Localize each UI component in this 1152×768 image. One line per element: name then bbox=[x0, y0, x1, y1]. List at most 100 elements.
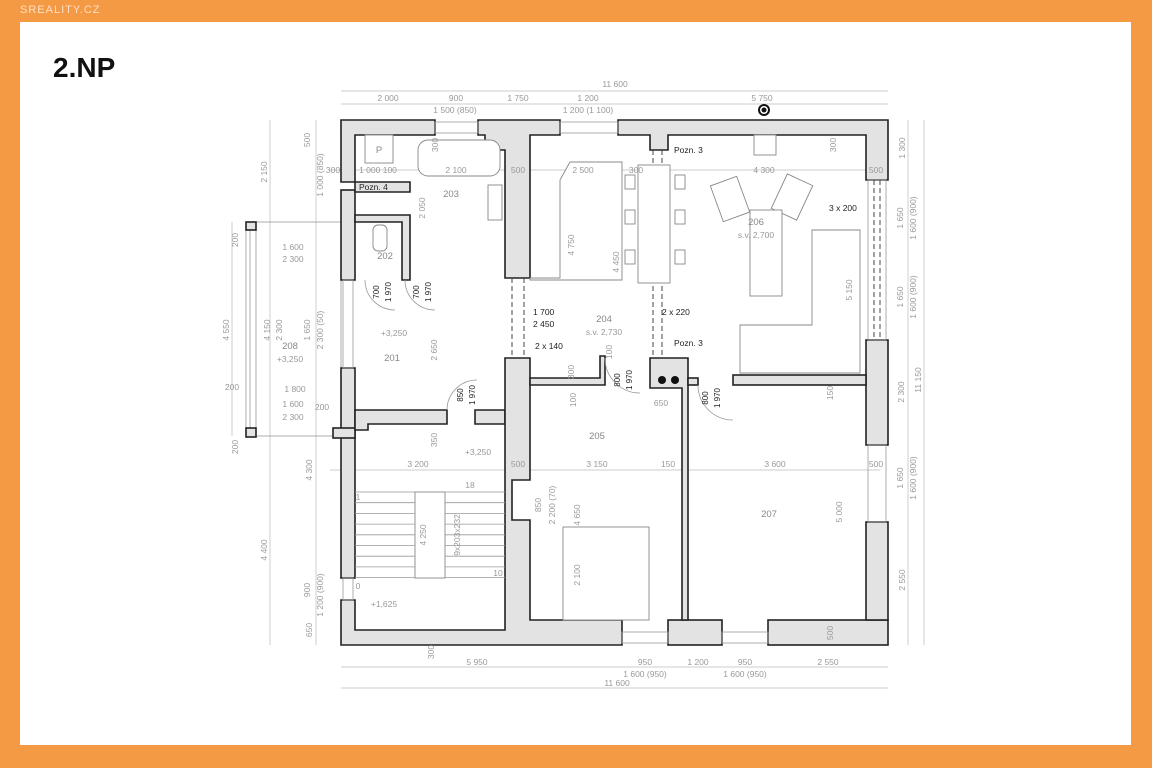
dimension-label: 2 300 bbox=[282, 254, 304, 264]
room-label: 202 bbox=[377, 251, 393, 262]
dimension-label: 2 550 bbox=[897, 569, 907, 591]
dimension-label: 1 600 (950) bbox=[723, 669, 767, 679]
dimension-label: 500 bbox=[825, 626, 835, 640]
dimension-label: 4 400 bbox=[259, 539, 269, 561]
dimension-label: 1 650 bbox=[895, 467, 905, 489]
dimension-label: 2 100 bbox=[445, 165, 467, 175]
dimension-label: 300 bbox=[430, 138, 440, 152]
dimension-label: 1 000 100 bbox=[359, 165, 397, 175]
dimension-label: 300 bbox=[828, 138, 838, 152]
dimension-label: 4 650 bbox=[572, 504, 582, 526]
note-label: 1 700 bbox=[533, 307, 555, 317]
dimension-label: 150 bbox=[661, 459, 675, 469]
door-dimension: 800 bbox=[613, 373, 622, 387]
dimension-label: 1 800 bbox=[284, 384, 306, 394]
dimension-label: 1 600 (900) bbox=[908, 275, 918, 319]
dimension-label: 1 200 bbox=[577, 93, 599, 103]
note-label: Pozn. 3 bbox=[674, 338, 703, 348]
dimension-label: 200 bbox=[225, 382, 239, 392]
door-dimension: 1 970 bbox=[713, 387, 722, 408]
room-label: +3,250 bbox=[277, 354, 304, 364]
note-label: 2 450 bbox=[533, 319, 555, 329]
door-dimension: 700 bbox=[372, 285, 381, 299]
floor-title: 2.NP bbox=[53, 52, 116, 83]
dimension-label: 150 bbox=[825, 386, 835, 400]
dimension-label: 2 300 (50) bbox=[315, 310, 325, 349]
dimension-label: 1 600 (900) bbox=[908, 456, 918, 500]
dimension-label: 11 600 bbox=[602, 79, 628, 89]
dimension-label: 5 150 bbox=[844, 279, 854, 301]
room-label: 201 bbox=[384, 353, 400, 364]
stair-label: 0 bbox=[356, 581, 361, 591]
sink bbox=[487, 184, 503, 221]
dimension-label: 350 bbox=[429, 433, 439, 447]
dimension-label: 300 bbox=[426, 645, 436, 659]
dimension-label: 100 bbox=[568, 393, 578, 407]
dimension-label: 5 750 bbox=[751, 93, 773, 103]
note-label: Pozn. 3 bbox=[674, 145, 703, 155]
dimension-label: 1 600 (950) bbox=[623, 669, 667, 679]
armchair bbox=[709, 175, 751, 223]
dimension-label: 300 bbox=[326, 165, 340, 175]
doors bbox=[364, 104, 770, 421]
note-label: 3 x 200 bbox=[829, 203, 857, 213]
stair-label: 18 bbox=[465, 480, 475, 490]
dimension-label: 2 650 bbox=[429, 339, 439, 361]
bed bbox=[562, 526, 650, 621]
door-dimension: 1 970 bbox=[424, 281, 433, 302]
dimension-label: 1 600 bbox=[282, 242, 304, 252]
dimension-label: 650 bbox=[304, 623, 314, 637]
dimension-label: 300 bbox=[629, 165, 643, 175]
dimension-label: 3 200 bbox=[407, 459, 429, 469]
tv-stand bbox=[753, 134, 777, 156]
room-label: 206 bbox=[748, 217, 764, 228]
dimension-label: 500 bbox=[511, 165, 525, 175]
room-label: +3,250 bbox=[381, 328, 408, 338]
dimension-label: 500 bbox=[869, 459, 883, 469]
dimension-label: 100 bbox=[604, 345, 614, 359]
chimney-icon bbox=[658, 376, 666, 384]
dimension-label: 4 300 bbox=[753, 165, 775, 175]
chimney-icon bbox=[671, 376, 679, 384]
dimension-label: 2 500 bbox=[572, 165, 594, 175]
dimension-label: 1 650 bbox=[895, 286, 905, 308]
room-label: P bbox=[376, 145, 382, 156]
dimension-label: 900 bbox=[449, 93, 463, 103]
dimension-label: 1 200 (1 100) bbox=[563, 105, 614, 115]
dimension-label: 4 750 bbox=[566, 234, 576, 256]
balcony-208 bbox=[245, 221, 342, 438]
dimension-label: 2 200 (70) bbox=[547, 485, 557, 524]
dimension-label: 500 bbox=[869, 165, 883, 175]
walls bbox=[332, 119, 889, 646]
kitchen-counter bbox=[529, 161, 623, 281]
dimension-label: 1 200 (900) bbox=[315, 573, 325, 617]
dimension-label: 2 550 bbox=[817, 657, 839, 667]
armchair bbox=[770, 173, 814, 221]
dimension-label: 1 600 bbox=[282, 399, 304, 409]
room-label: 203 bbox=[443, 189, 459, 200]
dimension-label: 850 bbox=[533, 498, 543, 512]
dimension-label: 11 150 bbox=[913, 367, 923, 393]
sofa bbox=[739, 229, 861, 374]
dimension-label: 4 250 bbox=[418, 524, 428, 546]
stair-label: 1 bbox=[356, 492, 361, 502]
door-dimension: 1 970 bbox=[384, 281, 393, 302]
bathtub bbox=[417, 139, 501, 177]
stair-well bbox=[414, 491, 446, 579]
dimension-label: 4 550 bbox=[221, 319, 231, 341]
door-dimension: 1 970 bbox=[468, 384, 477, 405]
room-label: s.v. 2,730 bbox=[586, 327, 622, 337]
room-label: 205 bbox=[589, 431, 605, 442]
coffee-table bbox=[749, 209, 783, 297]
door-dimension: 700 bbox=[412, 285, 421, 299]
dimension-label: 2 150 bbox=[259, 161, 269, 183]
note-label: 2 x 140 bbox=[535, 341, 563, 351]
dimension-label: 1 200 bbox=[687, 657, 709, 667]
dimension-lines bbox=[231, 90, 925, 689]
room-label: 204 bbox=[596, 314, 612, 325]
room-label: 207 bbox=[761, 509, 777, 520]
wc-box bbox=[364, 134, 394, 164]
dimension-label: 2 300 bbox=[896, 381, 906, 403]
dimension-label: 1 300 bbox=[897, 137, 907, 159]
